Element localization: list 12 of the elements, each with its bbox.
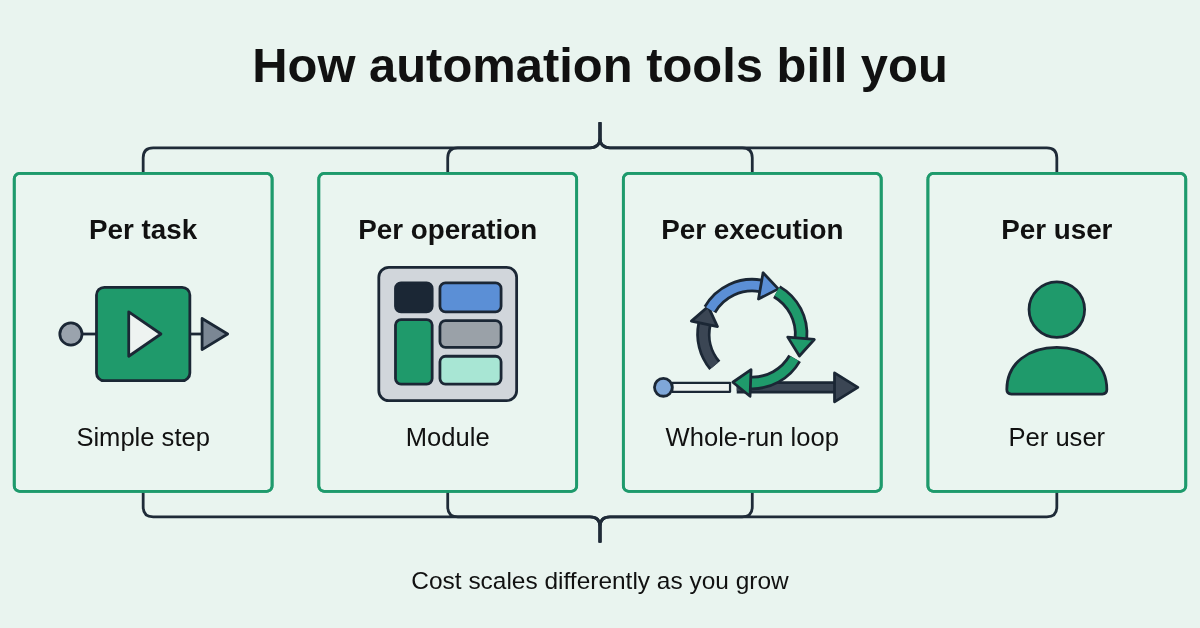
card-heading: Per user <box>1000 212 1114 247</box>
card-caption: Simple step <box>76 420 210 453</box>
connector-line <box>598 122 1059 174</box>
connector-line <box>598 491 1059 543</box>
card-heading: Per execution <box>660 212 845 247</box>
card-heading: Per task <box>88 212 199 247</box>
card-caption: Per user <box>1008 420 1106 453</box>
card-caption: Whole-run loop <box>665 420 839 453</box>
summary-text: Cost scales differently as you grow <box>411 565 789 597</box>
diagram-heading: How automation tools bill you <box>252 36 948 95</box>
card-caption: Module <box>405 420 490 453</box>
card-heading: Per operation <box>357 212 539 247</box>
